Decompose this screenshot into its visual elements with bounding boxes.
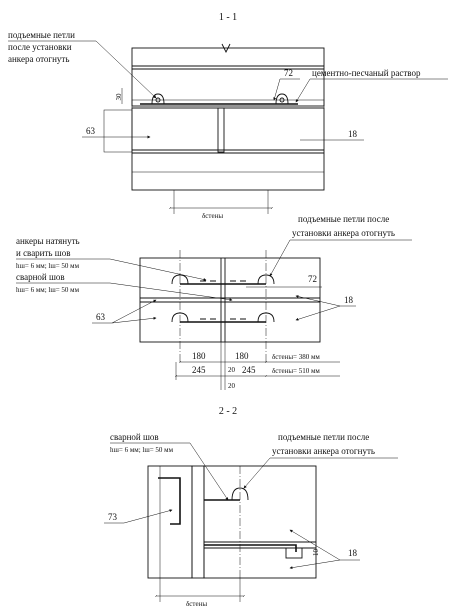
lifting-loop-right	[275, 93, 289, 105]
svg-text:20: 20	[228, 366, 236, 374]
section-1-title: 1 - 1	[219, 12, 237, 23]
lifting-loop-2	[231, 487, 249, 501]
svg-text:20: 20	[228, 382, 236, 390]
svg-text:hш= 6 мм; lш= 50 мм: hш= 6 мм; lш= 50 мм	[16, 262, 80, 270]
svg-text:18: 18	[348, 548, 358, 558]
svg-text:63: 63	[96, 312, 106, 322]
leader-loops-1: подъемные петли после установки анкера о…	[8, 30, 157, 99]
callout-63-plan: 63	[92, 299, 157, 324]
leader-loops-plan: подъемные петли после установки анкера о…	[269, 214, 412, 277]
svg-text:73: 73	[108, 512, 118, 522]
plan-dimension-510: 245 245 δстены= 510 мм 20	[174, 362, 340, 390]
svg-text:после установки: после установки	[8, 42, 72, 52]
plan-dimension-380: 180 180 δстены= 380 мм 20	[178, 342, 340, 390]
svg-text:18: 18	[348, 129, 358, 139]
callout-18-plan: 18	[295, 295, 356, 321]
svg-text:245: 245	[192, 365, 206, 375]
anchors-2	[204, 487, 303, 559]
plan-anchors-bottom	[171, 312, 275, 323]
svg-text:72: 72	[308, 274, 317, 284]
break-mark	[221, 43, 231, 54]
leader-mortar: цементно-песчаный раствор	[295, 68, 448, 103]
callout-72-plan: 72	[246, 274, 322, 288]
dimension-30: 30	[115, 88, 123, 104]
svg-text:сварной шов: сварной шов	[110, 432, 159, 442]
svg-text:δстены= 510 мм: δстены= 510 мм	[272, 367, 320, 375]
wall-thickness-dim-2: δстены	[154, 578, 246, 608]
svg-text:δстены= 380 мм: δстены= 380 мм	[272, 353, 320, 361]
callout-73: 73	[104, 509, 173, 524]
plan-loop-top-right	[257, 274, 275, 285]
wall-thickness-dim-1: δстены	[168, 190, 274, 220]
plan-blocks	[139, 250, 321, 362]
svg-text:10: 10	[312, 549, 320, 557]
svg-text:анкера отогнуть: анкера отогнуть	[8, 54, 69, 64]
upper-wall-block	[131, 43, 325, 107]
svg-text:δстены: δстены	[186, 600, 207, 608]
callout-18-section-2: 18	[289, 529, 360, 570]
section-2-2: 2 - 2 сварной шов hш= 6 м	[104, 406, 398, 608]
svg-text:180: 180	[235, 351, 249, 361]
callout-72-section-1: 72	[273, 68, 300, 101]
right-wall-block-2	[203, 465, 317, 579]
callout-63-section-1: 63	[82, 126, 151, 139]
plan-anchors-top	[171, 274, 275, 285]
vertical-joint-2	[191, 465, 205, 579]
plan-view: подъемные петли после установки анкера о…	[16, 214, 412, 390]
dimension-10: 10	[312, 549, 320, 557]
leader-weld-2: сварной шов hш= 6 мм; lш= 50 мм	[110, 432, 229, 501]
svg-text:72: 72	[284, 68, 293, 78]
svg-text:подъемные петли после: подъемные петли после	[278, 432, 369, 442]
svg-text:30: 30	[115, 93, 123, 101]
svg-text:сварной шов: сварной шов	[16, 272, 65, 282]
section-1-1: 1 - 1	[8, 12, 448, 220]
vertical-joint	[217, 107, 225, 153]
svg-text:hш= 6 мм; lш= 50 мм: hш= 6 мм; lш= 50 мм	[16, 286, 80, 294]
left-anchor-73	[158, 477, 181, 525]
svg-text:анкеры натянуть: анкеры натянуть	[16, 236, 80, 246]
plan-loop-bottom-left	[171, 312, 189, 323]
svg-text:подъемные петли после: подъемные петли после	[298, 214, 389, 224]
svg-text:245: 245	[242, 365, 256, 375]
leader-loops-2: подъемные петли после установки анкера о…	[243, 432, 398, 489]
callout-18-section-1: 18	[300, 129, 364, 141]
left-wall-block-2	[147, 465, 193, 579]
svg-text:hш= 6 мм; lш= 50 мм: hш= 6 мм; lш= 50 мм	[110, 446, 174, 454]
plan-loop-bottom-right	[257, 312, 275, 323]
svg-text:и сварить шов: и сварить шов	[16, 248, 70, 258]
plan-loop-top-left	[171, 274, 189, 285]
svg-text:цементно-песчаный раствор: цементно-песчаный раствор	[312, 68, 421, 78]
svg-text:установки анкера отогнуть: установки анкера отогнуть	[272, 446, 375, 456]
svg-text:18: 18	[344, 295, 354, 305]
section-2-title: 2 - 2	[219, 406, 237, 417]
svg-text:180: 180	[192, 351, 206, 361]
leader-anchors-plan: анкеры натянуть и сварить шов hш= 6 мм; …	[16, 236, 233, 302]
svg-text:подъемные петли: подъемные петли	[8, 30, 75, 40]
lifting-loop-left	[151, 93, 165, 105]
lower-wall-block	[103, 107, 325, 191]
svg-text:δстены: δстены	[202, 212, 223, 220]
svg-text:установки анкера отогнуть: установки анкера отогнуть	[292, 228, 395, 238]
svg-text:63: 63	[86, 126, 96, 136]
